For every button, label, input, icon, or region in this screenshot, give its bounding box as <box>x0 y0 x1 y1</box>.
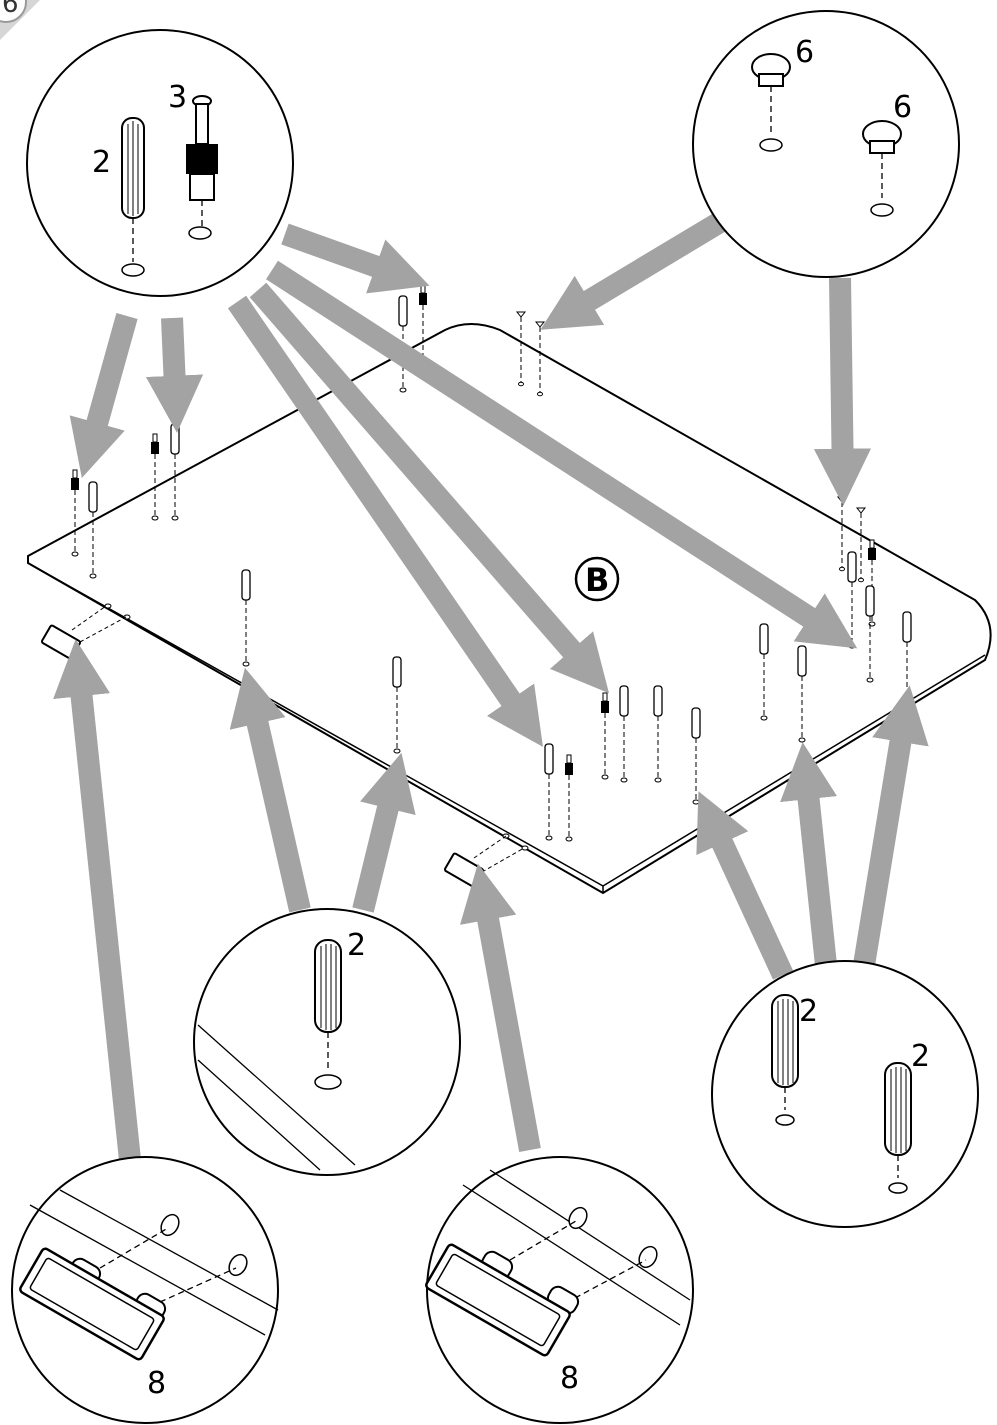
handle-label: 8 <box>147 1366 166 1401</box>
dowel-icon-2 <box>884 1062 912 1156</box>
panel-letter: B <box>585 561 609 599</box>
connector-bolt-icon <box>186 95 218 240</box>
step-number: 6 <box>2 0 19 19</box>
dowel-icon <box>121 117 145 277</box>
edge-handle-left <box>41 605 127 660</box>
callout-dowel-connector: 2 3 <box>26 29 294 297</box>
dowel-label: 2 <box>347 928 366 963</box>
handle-icon <box>425 1243 580 1357</box>
dowel-label: 2 <box>92 145 111 180</box>
panel-label-b: B <box>574 556 620 602</box>
step-badge: 6 <box>0 0 40 40</box>
callout-caps: 6 6 <box>692 10 960 278</box>
direction-arrows <box>53 212 929 1162</box>
dowel-label-a: 2 <box>799 994 818 1029</box>
dowel-icon <box>314 939 342 1033</box>
connector-label: 3 <box>168 80 187 115</box>
dowel-icon <box>771 994 799 1088</box>
cap-label-a: 6 <box>795 35 814 70</box>
cap-label-b: 6 <box>893 90 912 125</box>
callout-dowels-right: 2 2 <box>711 960 979 1228</box>
callout-handle-left: 8 <box>11 1156 279 1424</box>
callout-handle-middle: 8 <box>425 1156 694 1424</box>
edge-handle-middle <box>444 835 525 888</box>
cover-cap-icon <box>751 53 791 152</box>
callout-dowel-center: 2 <box>193 908 461 1176</box>
handle-label: 8 <box>560 1361 579 1396</box>
dowel-label-b: 2 <box>911 1039 930 1074</box>
cover-cap-icon-2 <box>862 120 902 217</box>
handle-icon <box>19 1247 167 1361</box>
